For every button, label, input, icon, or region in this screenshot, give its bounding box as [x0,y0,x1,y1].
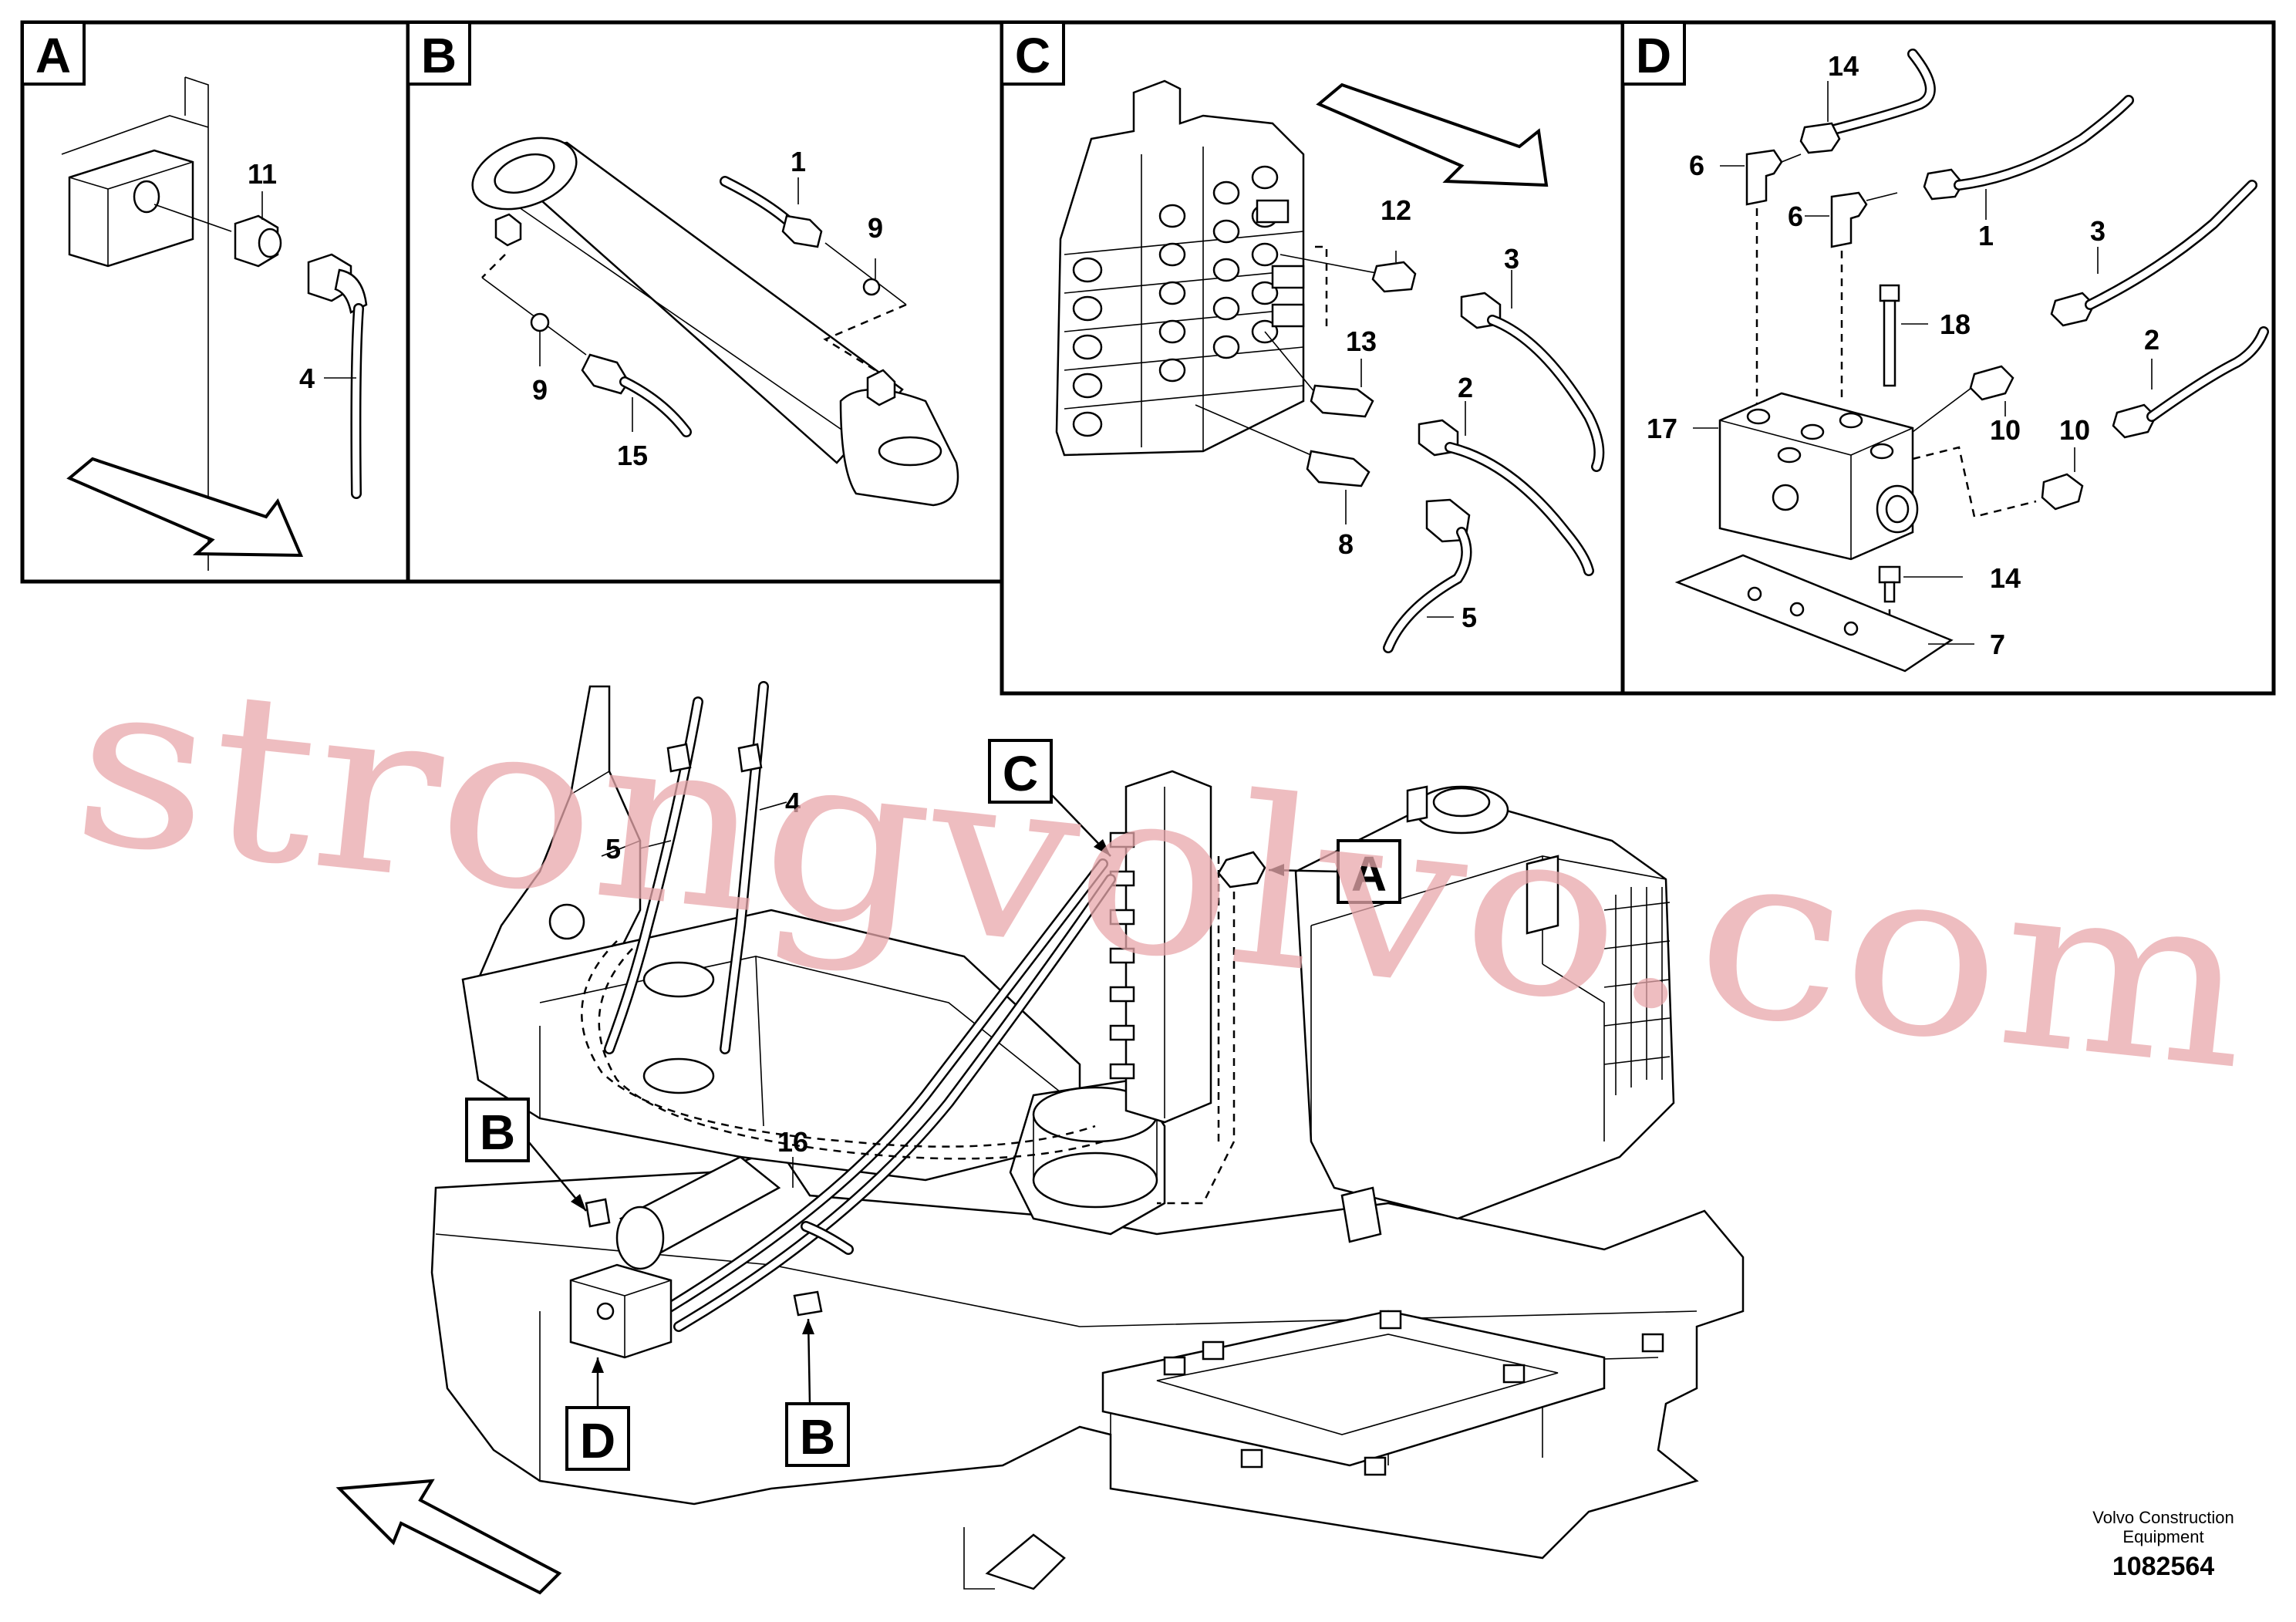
label-3: 3 [2090,215,2106,247]
label-18: 18 [1940,309,1971,340]
label-4: 4 [299,363,315,394]
label-17: 17 [1647,413,1677,444]
callout-b-upper: B [465,1098,587,1212]
label-10: 10 [1990,414,2021,446]
panel-a-letter: A [35,28,71,83]
label-14: 14 [1990,562,2021,594]
callout-d: D [565,1357,630,1471]
credit-line-2: Equipment [2122,1527,2203,1546]
panel-b-letter: B [421,28,457,83]
label-7: 7 [1990,629,2005,660]
panel-d-letter: D [1636,28,1671,83]
panel-d: D [1620,20,2276,696]
panel-a-drawing: 11 4 [61,76,368,571]
label-9: 9 [868,212,883,244]
panel-b-drawing: 1 9 9 15 [471,137,959,507]
panel-d-drawing: 14 6 6 1 3 18 2 17 10 10 14 7 [1647,49,2269,673]
label-1: 1 [791,146,806,177]
label-10: 10 [2059,414,2090,446]
label-1: 1 [1978,220,1994,251]
callout-c-letter: C [1003,746,1038,801]
label-6: 6 [1689,150,1704,181]
callout-b-letter: B [800,1409,835,1465]
label-14: 14 [1828,50,1859,82]
panel-b: B [406,20,1004,584]
label-12: 12 [1381,194,1411,226]
callout-a: A [1268,839,1401,904]
label-13: 13 [1346,325,1377,357]
label-9: 9 [532,374,548,406]
callout-b-lower: B [785,1318,850,1467]
label-2: 2 [1458,372,1473,403]
callout-a-letter: A [1351,846,1387,902]
label-2: 2 [2144,324,2159,356]
label-8: 8 [1338,528,1354,560]
callout-c: C [988,739,1111,857]
footer: Volvo Construction Equipment 1082564 [2092,1508,2234,1581]
callout-b-letter: B [480,1104,515,1160]
label-16: 16 [777,1126,808,1158]
label-15: 15 [617,440,648,471]
document-number: 1082564 [2112,1552,2214,1581]
label-6: 6 [1788,201,1803,232]
label-3: 3 [1504,243,1519,275]
label-5: 5 [1462,602,1477,633]
panel-c-letter: C [1015,28,1050,83]
main-assembly: 4 5 16 C A B D [335,681,1745,1595]
panel-c-drawing: 12 3 13 2 8 5 [1055,79,1605,653]
label-4: 4 [785,787,801,818]
callout-d-letter: D [580,1413,615,1469]
panel-c: C [1000,20,1625,696]
label-5: 5 [605,833,621,865]
credit-line-1: Volvo Construction [2092,1508,2234,1527]
label-11: 11 [248,158,277,190]
